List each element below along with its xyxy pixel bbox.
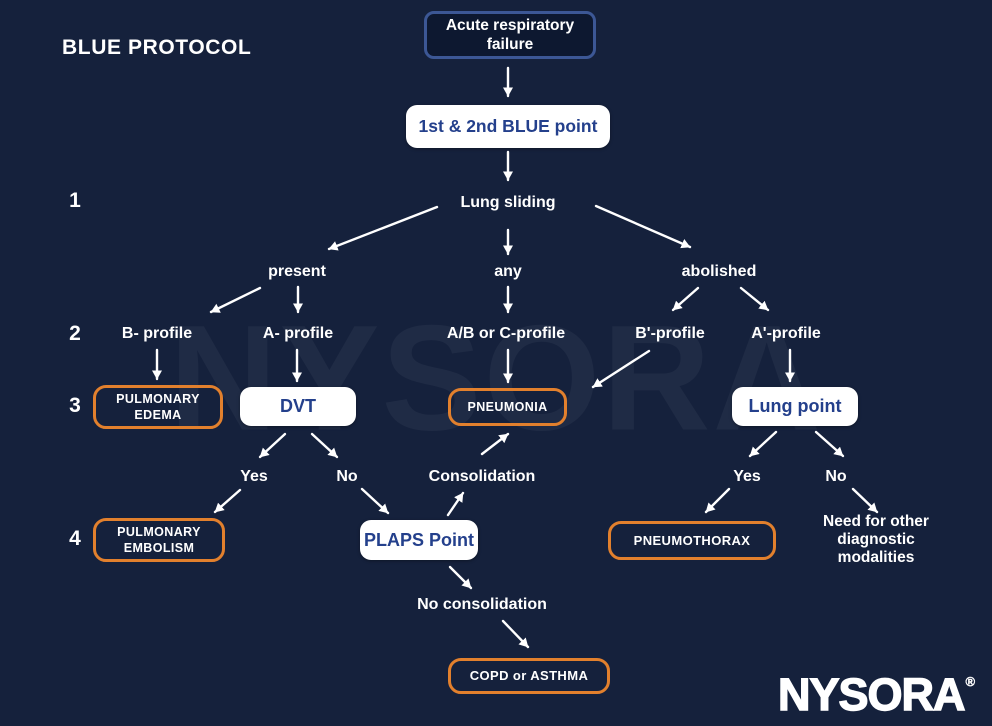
node-copd-or-asthma: COPD or ASTHMA (448, 658, 610, 694)
arrow-present-to-b_profile (209, 286, 262, 314)
node-no-dvt: No (336, 468, 358, 485)
nysora-logo-text: NYSORA (777, 668, 966, 720)
node-b-prime-profile: B'-profile (635, 325, 705, 342)
step-number-4: 4 (69, 527, 81, 550)
node-b-profile: B- profile (121, 325, 193, 342)
node-present: present (268, 263, 326, 280)
node-no-lung-point: No (825, 468, 847, 485)
node-a-prime-profile: A'-profile (751, 325, 821, 342)
arrow-plaps_point-to-consolidation (446, 491, 465, 517)
node-lung-sliding: Lung sliding (460, 194, 556, 211)
arrow-consolidation-to-pneumonia (480, 432, 510, 456)
node-yes-lung-point: Yes (733, 468, 761, 485)
step-number-3: 3 (69, 394, 81, 417)
node-dvt: DVT (240, 387, 356, 426)
step-number-2: 2 (69, 322, 81, 345)
arrow-lung_sliding-to-abolished (594, 204, 692, 249)
arrow-yes_right-to-pneumothorax (704, 487, 731, 514)
node-lung-point: Lung point (732, 387, 858, 426)
node-ab-or-c-profile: A/B or C-profile (446, 325, 566, 342)
arrow-lung_point-to-no_right (814, 430, 845, 458)
node-any: any (494, 263, 522, 280)
arrow-yes_left-to-pulmonary_embolism (213, 488, 242, 514)
node-abolished: abolished (681, 263, 757, 280)
node-pulmonary-edema: PULMONARY EDEMA (93, 385, 223, 429)
arrow-dvt-to-no_left (310, 432, 339, 459)
node-yes-dvt: Yes (240, 468, 268, 485)
arrow-abolished-to-a_prime_profile (739, 286, 770, 312)
page-title: BLUE PROTOCOL (62, 36, 252, 59)
node-a-profile: A- profile (262, 325, 334, 342)
node-no-consolidation: No consolidation (417, 596, 547, 613)
node-pneumothorax: PNEUMOTHORAX (608, 521, 776, 560)
node-pneumonia: PNEUMONIA (448, 388, 567, 426)
arrow-plaps_point-to-no_consolidation (448, 565, 473, 590)
arrow-b_prime_profile-to-pneumonia (591, 349, 651, 389)
node-pulmonary-embolism: PULMONARY EMBOLISM (93, 518, 225, 562)
node-acute-respiratory-failure: Acute respiratory failure (424, 11, 596, 59)
node-plaps-point: PLAPS Point (360, 520, 478, 560)
arrow-lung_sliding-to-present (327, 205, 439, 251)
arrow-abolished-to-b_prime_profile (671, 286, 700, 312)
arrow-no_left-to-plaps_point (360, 487, 390, 515)
nysora-watermark: NYSORA (169, 292, 823, 465)
nysora-logo: NYSORA® (777, 668, 975, 721)
node-1st-2nd-blue-point: 1st & 2nd BLUE point (406, 105, 610, 148)
step-number-1: 1 (69, 189, 81, 212)
registered-trademark-symbol: ® (965, 674, 975, 689)
arrow-no_consolidation-to-copd_asthma (501, 619, 530, 649)
node-need-other-diagnostic-modalities: Need for other diagnostic modalities (823, 513, 929, 566)
arrow-lung_point-to-yes_right (748, 430, 778, 458)
arrow-dvt-to-yes_left (258, 432, 287, 459)
node-consolidation: Consolidation (428, 468, 536, 485)
arrow-no_right-to-need_other (851, 487, 879, 514)
